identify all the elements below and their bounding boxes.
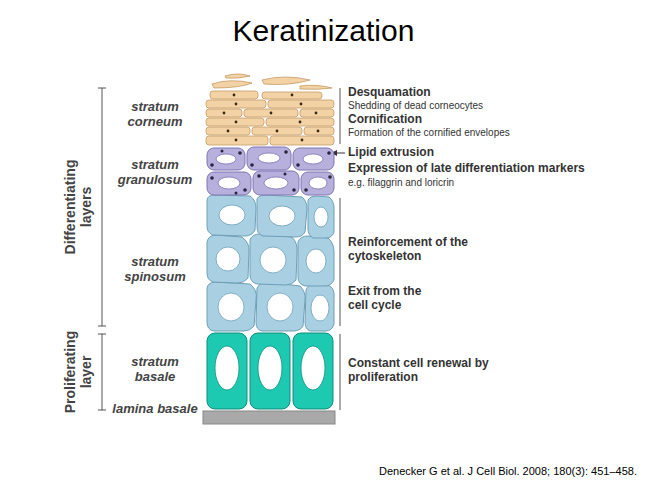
- process-note: e.g. filaggrin and loricrin: [348, 177, 454, 189]
- process-heading: Desquamation: [348, 86, 431, 100]
- process-heading: Cornification: [348, 113, 422, 127]
- process-heading: Expression of late differentiation marke…: [348, 162, 585, 176]
- layer-name: stratum basale: [110, 355, 200, 385]
- process-heading: Exit from the cell cycle: [348, 285, 443, 313]
- process-heading: Reinforcement of the cytoskeleton: [348, 236, 478, 264]
- bracket-label: Differentiating layers: [62, 147, 94, 267]
- layer-name: stratum granulosum: [110, 158, 200, 188]
- process-note: Shedding of dead corneocytes: [348, 100, 483, 112]
- bracket-label: Proliferating layer: [62, 325, 94, 420]
- process-heading: Constant cell renewal by proliferation: [348, 357, 513, 385]
- layer-name: stratum corneum: [112, 100, 198, 130]
- layer-name: stratum spinosum: [110, 255, 200, 285]
- title: Keratinization: [0, 14, 647, 49]
- citation-caption: Denecker G et al. J Cell Biol. 2008; 180…: [379, 465, 637, 478]
- process-note: Formation of the cornified envelopes: [348, 127, 510, 139]
- process-heading: Lipid extrusion: [348, 146, 434, 160]
- layer-name: lamina basale: [110, 402, 200, 417]
